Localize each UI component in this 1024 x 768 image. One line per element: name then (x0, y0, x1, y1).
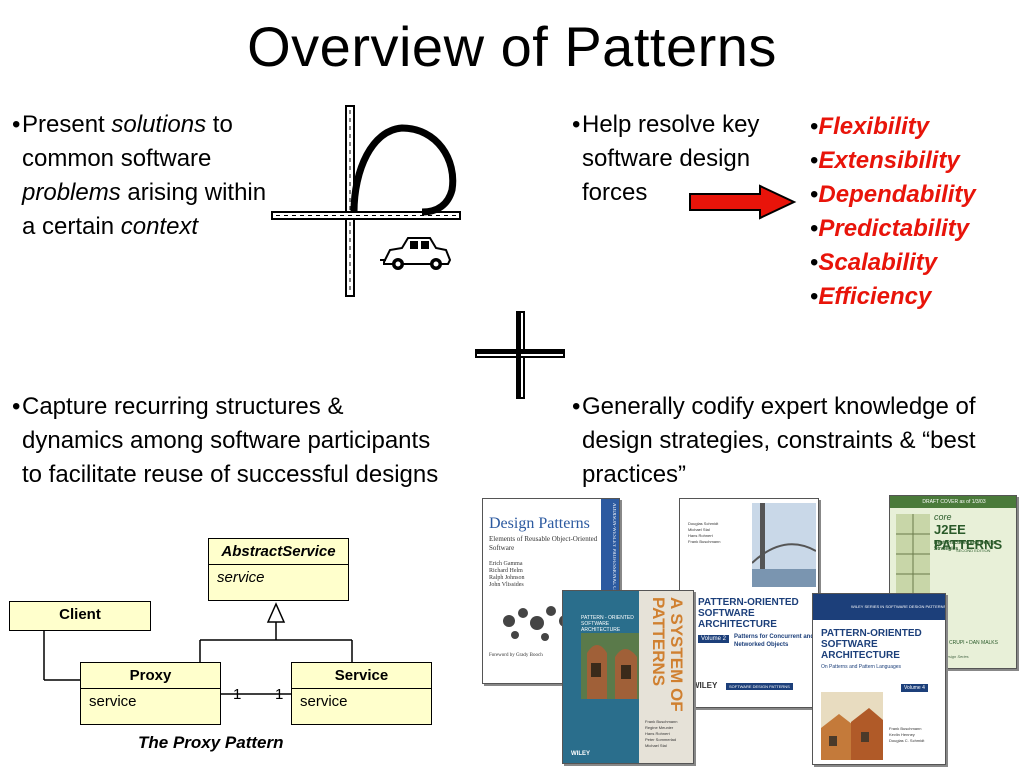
bullet-present-solutions: • Present solutions to common software p… (12, 108, 272, 244)
book-header: PATTERN - ORIENTED SOFTWARE ARCHITECTURE (581, 615, 634, 633)
book-subtitle: Best Practices and Design Strategies (934, 540, 997, 552)
book-spine-title: A SYSTEM OF PATTERNS (649, 597, 686, 712)
bullet-dot: • (572, 111, 581, 138)
book-authors: JOHN CRUPI • DAN MALKS (934, 640, 998, 646)
book-subtitle: On Patterns and Pattern Languages (821, 664, 902, 670)
book-spine-text: ADDISON-WESLEY PROFESSIONAL COMPUTING SE… (611, 503, 616, 634)
force-item: •Dependability (810, 181, 976, 208)
bullet-capture-recurring: • Capture recurring structures & dynamic… (12, 390, 442, 492)
force-item: •Efficiency (810, 283, 932, 310)
book-title: Design Patterns (489, 515, 590, 532)
uml-operation: service (300, 693, 348, 710)
slide-title: Overview of Patterns (247, 15, 777, 78)
book-cover-art (821, 692, 883, 760)
plus-icon (475, 311, 565, 399)
multiplicity-left: 1 (233, 686, 242, 703)
book-series: WILEY SERIES IN SOFTWARE DESIGN PATTERNS (813, 594, 945, 620)
book-publisher: WILEY (692, 681, 718, 690)
uml-class-name: Proxy (81, 663, 220, 689)
book-cover-art (752, 503, 816, 587)
uml-class-name: Client (59, 606, 101, 623)
book-posa-volume1: PATTERN - ORIENTED SOFTWARE ARCHITECTURE… (562, 590, 694, 764)
book-posa-volume4: WILEY SERIES IN SOFTWARE DESIGN PATTERNS… (812, 593, 946, 765)
book-title: J2EE PATTERNS (934, 522, 1003, 552)
book-cover-art (581, 633, 643, 699)
book-series: Core Design Series (934, 654, 969, 659)
forces-list: •Flexibility •Extensibility •Dependabili… (810, 110, 976, 314)
multiplicity-right: 1 (275, 686, 284, 703)
uml-class-name: Service (292, 663, 431, 689)
book-series: SOFTWARE DESIGN PATTERNS (726, 683, 793, 690)
crossroad-car-icon (271, 105, 461, 297)
uml-operation: service (217, 569, 265, 586)
force-item: •Extensibility (810, 147, 960, 174)
force-item: •Scalability (810, 249, 938, 276)
book-volume: Volume 2 (698, 635, 730, 643)
bullet-text: Help resolve key software design forces (582, 111, 760, 206)
book-edition: SECOND EDITION (956, 548, 991, 553)
uml-service: Service service (291, 662, 432, 725)
book-foreword: Foreword by Grady Booch (489, 653, 543, 658)
book-publisher: WILEY (571, 751, 590, 757)
uml-operation: service (89, 693, 137, 710)
uml-proxy: Proxy service (80, 662, 221, 725)
bullet-text: Generally codify expert knowledge of des… (582, 393, 976, 488)
book-subtitle: Elements of Reusable Object-Oriented Sof… (489, 535, 598, 552)
book-volume: Volume 4 (901, 684, 928, 692)
book-draft-banner: DRAFT COVER as of 1/3/03 (890, 496, 1016, 508)
uml-abstract-service: AbstractService service (208, 538, 349, 601)
bullet-dot: • (12, 393, 21, 420)
arrow-right-icon (689, 184, 797, 220)
force-item: •Predictability (810, 215, 970, 242)
bullet-dot: • (12, 111, 21, 138)
bullet-dot: • (572, 393, 581, 420)
book-subtitle: Patterns for Concurrent and Networked Ob… (734, 634, 815, 648)
uml-class-name: AbstractService (209, 539, 348, 565)
bullet-codify-knowledge: • Generally codify expert knowledge of d… (572, 390, 1002, 492)
bullet-text: Capture recurring structures & dynamics … (22, 393, 439, 488)
force-item: •Flexibility (810, 113, 930, 140)
diagram-caption: The Proxy Pattern (138, 733, 284, 752)
bullet-help-resolve: • Help resolve key software design force… (572, 108, 762, 210)
book-core-label: core (934, 512, 952, 522)
bullet-text: Present solutions to common software pro… (22, 111, 267, 240)
car-icon (380, 237, 452, 270)
uml-client: Client (9, 601, 151, 631)
